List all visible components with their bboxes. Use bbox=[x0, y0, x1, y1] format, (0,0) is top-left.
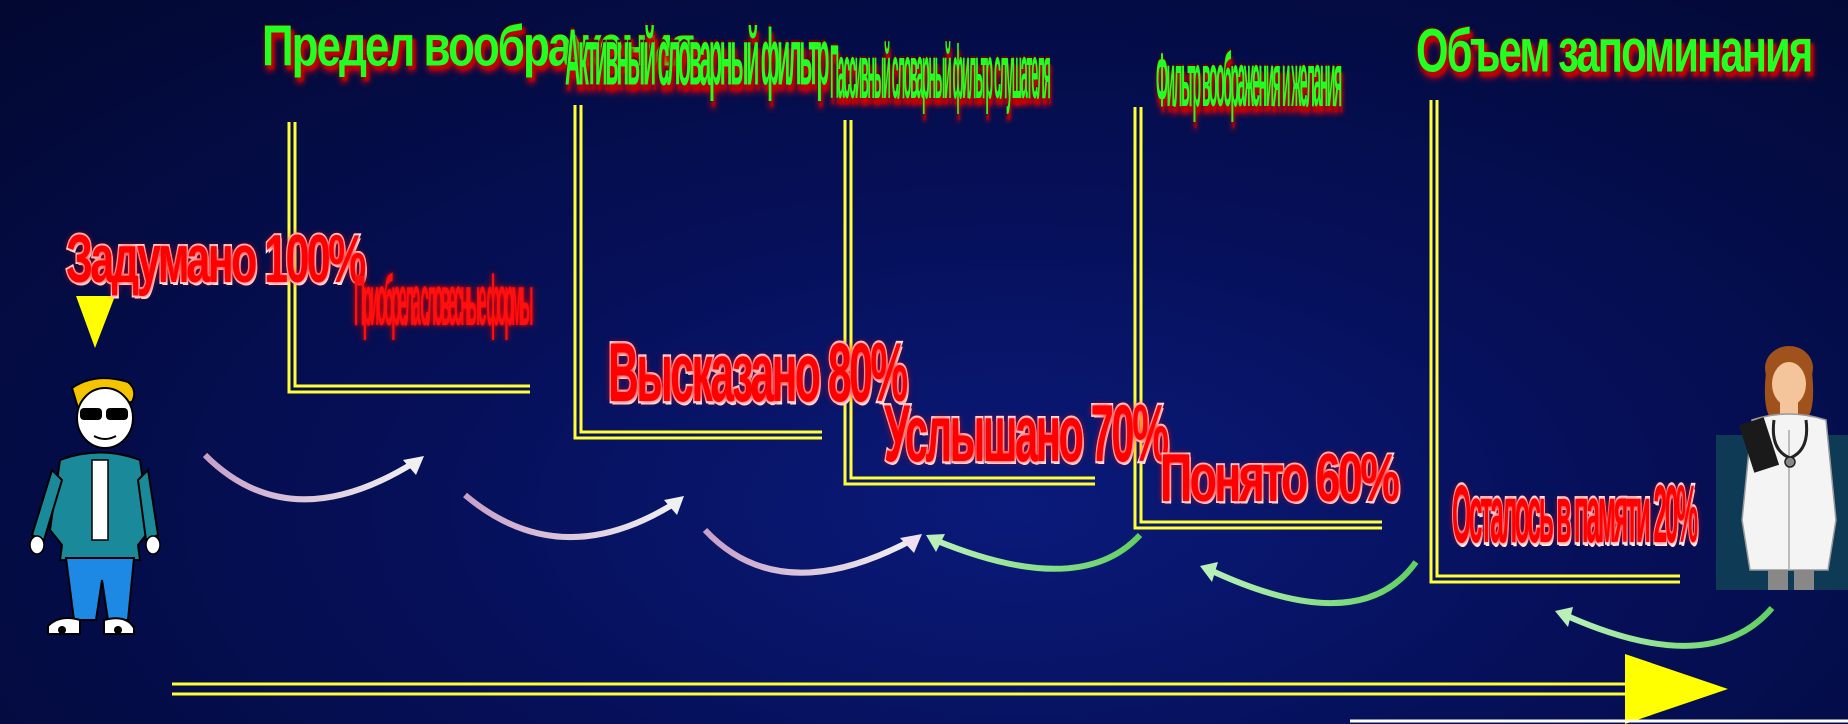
transition-arrow-4 bbox=[926, 532, 1143, 572]
filter-bracket-5 bbox=[1429, 100, 1680, 584]
stage-label-spoken: Высказано 80% bbox=[607, 325, 910, 423]
stage-label-conceived: Задумано 100% bbox=[65, 219, 368, 299]
transition-arrow-5 bbox=[1200, 560, 1419, 606]
filter-label-imagination-limit: Предел воображения bbox=[262, 15, 697, 79]
stage-label-understood: Понято 60% bbox=[1159, 439, 1401, 518]
transition-arrow-2 bbox=[463, 492, 684, 540]
transition-arrow-1 bbox=[202, 452, 424, 503]
filter-bracket-2 bbox=[573, 105, 822, 440]
filter-bracket-4 bbox=[1133, 107, 1382, 530]
timeline-arrow bbox=[172, 654, 1728, 724]
transition-arrow-3 bbox=[702, 527, 922, 576]
filter-bracket-3 bbox=[843, 120, 1095, 486]
filter-label-imagination-desire: Фильтр воображения и желания bbox=[1156, 40, 1342, 124]
doctor-listener-icon bbox=[1716, 346, 1848, 590]
filter-bracket-1 bbox=[287, 122, 530, 394]
speaker-person-icon bbox=[29, 377, 161, 635]
transition-arrow-6 bbox=[1555, 606, 1775, 649]
stage-label-verbal-form: Приобрела словесные формы bbox=[354, 262, 533, 342]
down-triangle-icon bbox=[76, 296, 115, 348]
stage-label-remembered: Осталось в памяти 20% bbox=[1451, 467, 1699, 563]
filter-label-passive-vocabulary: Пассивный словарный фильтр слушателя bbox=[830, 32, 1051, 116]
stage-label-heard: Услышано 70% bbox=[883, 387, 1171, 482]
filter-label-active-vocabulary: Активный словарный фильтр bbox=[565, 15, 829, 104]
filter-label-memory-volume: Объем запоминания bbox=[1416, 17, 1813, 86]
